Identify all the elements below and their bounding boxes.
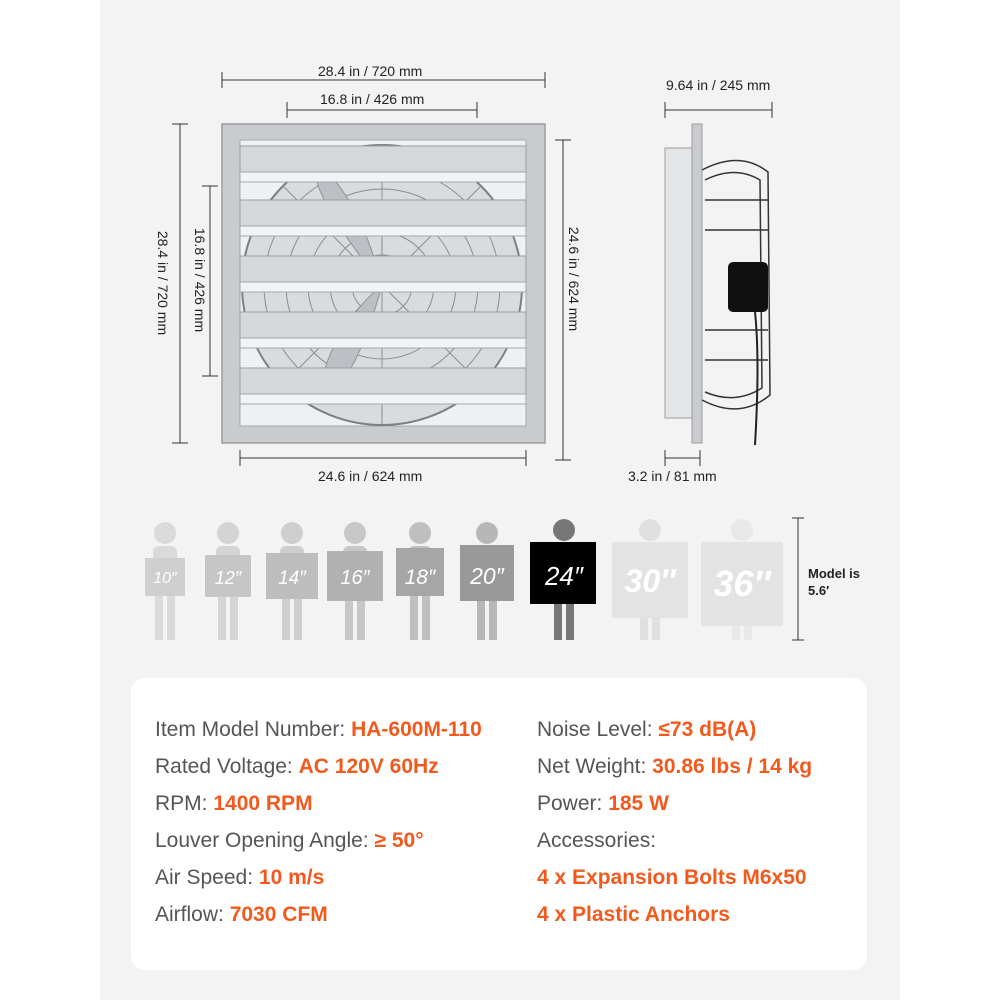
spec-rpm: RPM: 1400 RPM bbox=[155, 792, 313, 815]
front-total-width-label: 28.4 in / 720 mm bbox=[318, 63, 423, 79]
size-figure-14: 14″ bbox=[266, 522, 318, 640]
model-height-note: Model is 5.6′ bbox=[808, 565, 878, 599]
model-height-line bbox=[792, 517, 804, 641]
spec-airflow: Airflow: 7030 CFM bbox=[155, 903, 328, 926]
size-figure-18: 18″ bbox=[396, 522, 444, 640]
spec-air-speed: Air Speed: 10 m/s bbox=[155, 866, 325, 889]
size-figure-20: 20″ bbox=[460, 522, 514, 640]
size-figure-24-highlight: 24″ bbox=[530, 519, 596, 640]
spec-model-number: Item Model Number: HA-600M-110 bbox=[155, 718, 482, 741]
svg-text:30″: 30″ bbox=[625, 563, 678, 599]
size-figure-10: 10″ bbox=[145, 522, 185, 640]
svg-text:24″: 24″ bbox=[544, 561, 584, 591]
size-figure-16: 16″ bbox=[327, 522, 383, 640]
spec-louver-angle: Louver Opening Angle: ≥ 50° bbox=[155, 829, 424, 852]
front-frame-width-label: 24.6 in / 624 mm bbox=[318, 468, 423, 484]
size-figure-36: 36″ bbox=[701, 519, 783, 640]
front-total-height-label: 28.4 in / 720 mm bbox=[155, 230, 171, 336]
spec-net-weight: Net Weight: 30.86 lbs / 14 kg bbox=[537, 755, 813, 778]
svg-text:18″: 18″ bbox=[405, 566, 437, 589]
svg-text:16″: 16″ bbox=[340, 567, 370, 589]
svg-text:36″: 36″ bbox=[713, 563, 772, 604]
spec-noise-level: Noise Level: ≤73 dB(A) bbox=[537, 718, 757, 741]
svg-text:20″: 20″ bbox=[469, 563, 505, 589]
side-depth-label: 9.64 in / 245 mm bbox=[666, 77, 771, 93]
accessory-plastic-anchors: 4 x Plastic Anchors bbox=[537, 903, 730, 926]
model-note-line1: Model is bbox=[808, 566, 861, 581]
svg-text:12″: 12″ bbox=[215, 568, 242, 588]
size-comparison: 10″ 12″ 14″ 16″ 18″ 20″ bbox=[145, 517, 804, 641]
spec-accessories-label: Accessories: bbox=[537, 829, 657, 852]
accessory-expansion-bolts: 4 x Expansion Bolts M6x50 bbox=[537, 866, 807, 889]
front-inner-height-label: 16.8 in / 426 mm bbox=[192, 227, 208, 333]
size-label: 10″ bbox=[153, 570, 178, 587]
spec-power: Power: 185 W bbox=[537, 792, 669, 815]
size-figure-12: 12″ bbox=[205, 522, 251, 640]
front-inner-width-label: 16.8 in / 426 mm bbox=[320, 91, 425, 107]
front-view-diagram bbox=[172, 72, 773, 466]
model-note-line2: 5.6′ bbox=[808, 583, 830, 598]
front-frame-height-label: 24.6 in / 624 mm bbox=[566, 226, 582, 332]
size-figure-30: 30″ bbox=[612, 519, 688, 640]
spec-card: Item Model Number: HA-600M-110 Rated Vol… bbox=[131, 678, 867, 970]
spec-rated-voltage: Rated Voltage: AC 120V 60Hz bbox=[155, 755, 439, 778]
svg-text:14″: 14″ bbox=[278, 568, 307, 589]
side-frame-depth-label: 3.2 in / 81 mm bbox=[628, 468, 717, 484]
